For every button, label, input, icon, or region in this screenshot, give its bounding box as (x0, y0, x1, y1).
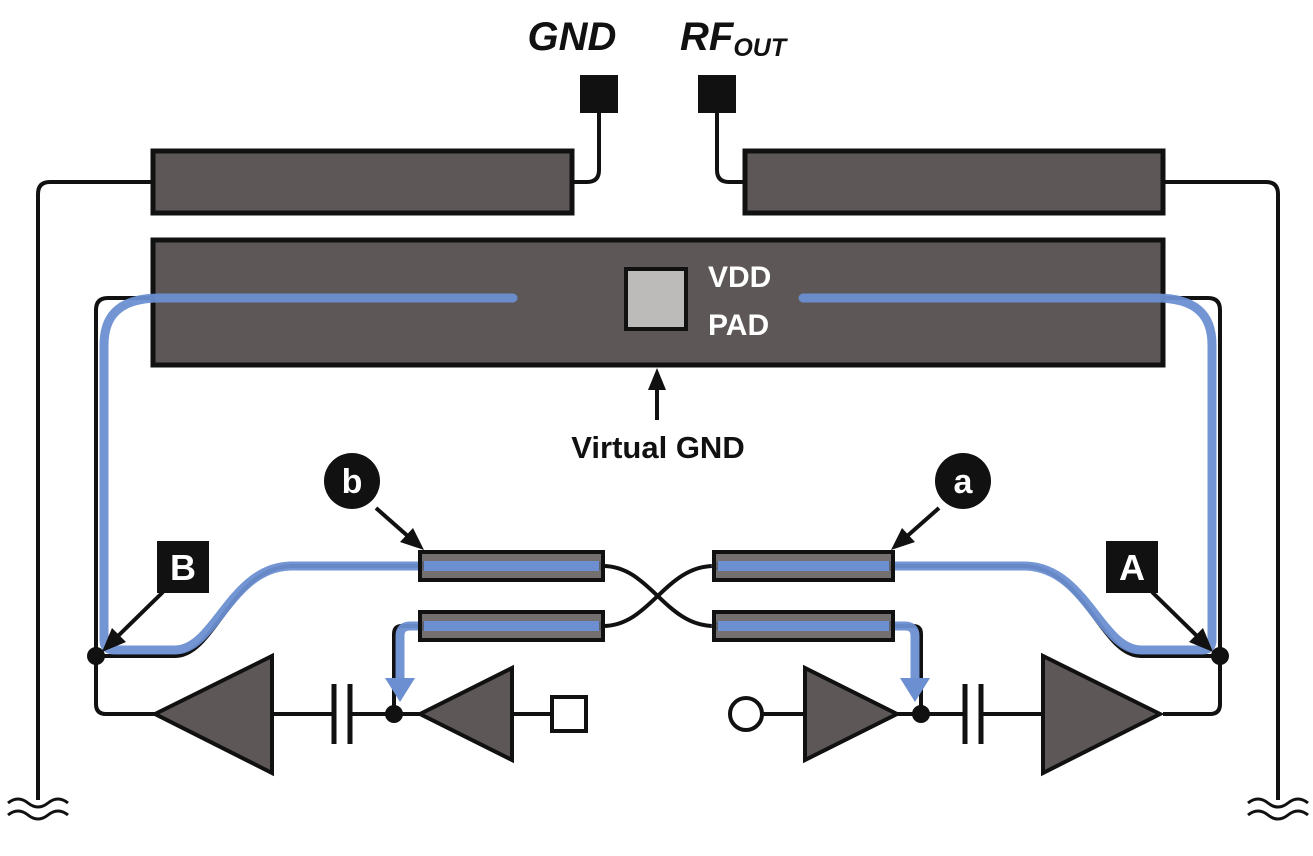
node-b-circle-label: b (342, 463, 363, 501)
right-power-amplifier (1041, 652, 1165, 777)
node-a-label-box (1106, 541, 1158, 593)
node-b-circle (324, 453, 380, 509)
node-b-label-box (157, 541, 209, 593)
current-path-right (711, 293, 1217, 655)
coupler-b-pointer-head (400, 528, 424, 550)
current-path-left (99, 293, 605, 655)
right-outer-wire (1163, 180, 1280, 800)
right-break-symbol (1247, 797, 1309, 821)
vdd-pad-label-line2: PAD (708, 309, 769, 342)
node-a-label: A (1119, 547, 1145, 588)
coupler-a-pointer-head (891, 528, 915, 550)
gnd-feed-wire (572, 113, 601, 184)
vdd-pad-label-line1: VDD (708, 261, 771, 294)
rf-out-label: RFOUT (680, 15, 789, 62)
current-path-lower-right (711, 621, 920, 687)
left-input-terminal (550, 695, 588, 733)
top-right-line (742, 148, 1166, 216)
right-driver-amplifier (803, 664, 902, 764)
node-b-label: B (170, 547, 196, 588)
coupler-a-pointer (903, 506, 941, 540)
node-a-circle-label: a (954, 463, 974, 501)
right-pa-return-wire (1163, 656, 1222, 716)
node-a-pointer-head (1189, 628, 1213, 652)
cross-wire-2 (602, 564, 715, 628)
rf-out-feed-wire (715, 113, 745, 184)
node-b-junction (87, 647, 105, 665)
gnd-pad (580, 75, 618, 113)
left-loop-wire (94, 296, 153, 656)
right-loop-wire (1163, 296, 1222, 656)
current-arrow-right (900, 678, 930, 702)
node-a-junction (1211, 647, 1229, 665)
current-path-lower-left (395, 621, 605, 687)
rf-out-subscript: OUT (733, 34, 789, 62)
rf-out-main-text: RF (680, 15, 735, 59)
left-pa-return-wire (94, 656, 155, 716)
top-left-line (150, 148, 575, 216)
node-a-pointer (1150, 590, 1199, 638)
rf-out-pad (698, 75, 736, 113)
coupler-b-pointer (374, 506, 412, 540)
left-driver-amplifier (415, 664, 514, 764)
right-input-terminal (728, 696, 764, 732)
node-b-pointer (116, 590, 165, 638)
left-power-amplifier (150, 652, 274, 777)
node-b-pointer-head (102, 628, 126, 652)
virtual-gnd-arrow-head (648, 368, 666, 390)
gnd-label: GND (528, 15, 617, 59)
virtual-gnd-label: Virtual GND (571, 430, 744, 465)
vdd-pad (624, 267, 688, 331)
left-break-symbol (7, 797, 69, 821)
left-outer-wire (36, 180, 153, 800)
node-a-circle (935, 453, 991, 509)
current-arrow-left (385, 678, 415, 702)
